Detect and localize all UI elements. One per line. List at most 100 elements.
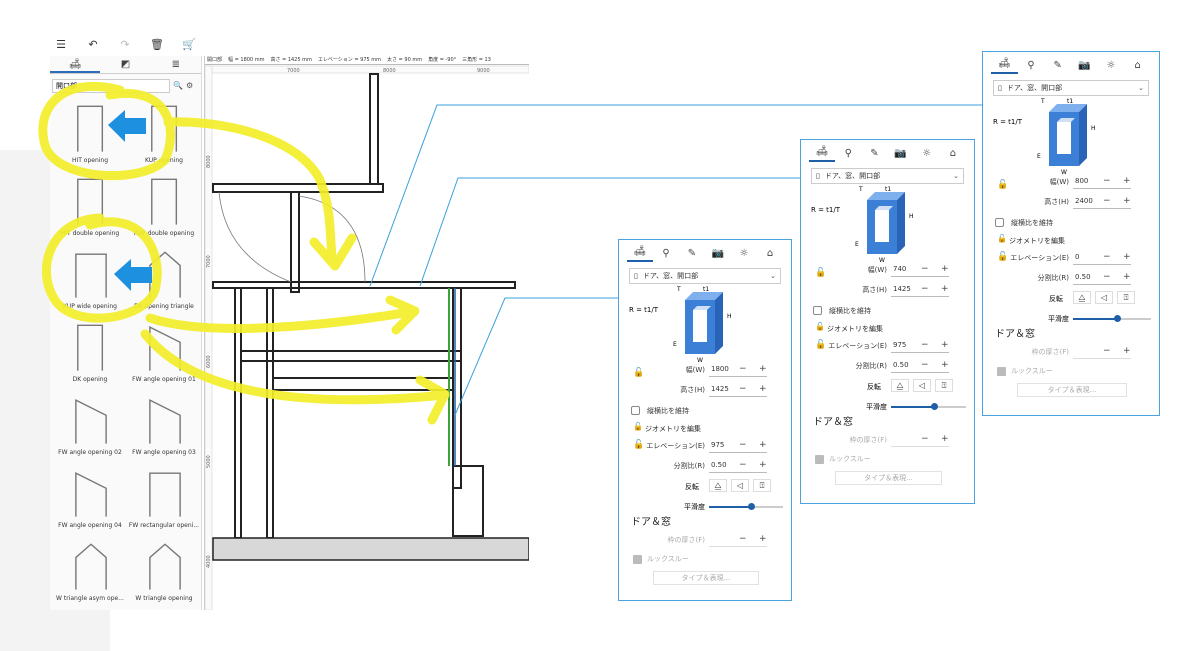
library-item[interactable]: KUP opening bbox=[128, 98, 200, 172]
library-item[interactable]: FW angle opening 03 bbox=[128, 390, 200, 464]
look-through-toggle[interactable]: ルックスルー bbox=[619, 552, 791, 568]
edit-geometry-toggle[interactable]: 🔓 ジオメトリを編集 bbox=[983, 232, 1159, 250]
object-type-select[interactable]: ▯ ドア、窓、開口部 ⌄ bbox=[811, 168, 964, 184]
slider-knob[interactable] bbox=[748, 503, 755, 510]
lock-icon[interactable]: 🔓 bbox=[997, 180, 1009, 190]
edit-geometry-toggle[interactable]: 🔓 ジオメトリを編集 bbox=[801, 320, 974, 338]
library-item[interactable]: DK opening bbox=[54, 317, 126, 391]
smoothness-slider[interactable] bbox=[1073, 315, 1151, 322]
elevation-decrement-button[interactable]: − bbox=[1103, 252, 1111, 262]
flip-vertical-button[interactable]: ◁ bbox=[731, 479, 749, 492]
undo-icon[interactable]: ↶ bbox=[88, 38, 98, 51]
frame-input[interactable] bbox=[891, 432, 949, 447]
ratio-decrement-button[interactable]: − bbox=[1103, 272, 1111, 282]
redo-icon[interactable]: ↷ bbox=[120, 38, 130, 51]
floor-plan-view[interactable]: 開口部 幅 = 1800 mm 高さ = 1425 mm エレベーション = 9… bbox=[204, 56, 529, 610]
height-input[interactable]: 1425 bbox=[709, 382, 767, 397]
tab-camera[interactable]: 📷 bbox=[1071, 60, 1098, 74]
ratio-decrement-button[interactable]: − bbox=[739, 460, 747, 470]
lock-icon-2[interactable]: 🔓 bbox=[997, 252, 1009, 262]
tab-house[interactable]: ⌂ bbox=[757, 248, 783, 262]
ratio-increment-button[interactable]: + bbox=[1123, 272, 1131, 282]
tab-paint[interactable]: ✎ bbox=[679, 248, 705, 262]
library-item[interactable]: HIT opening bbox=[54, 98, 126, 172]
library-item[interactable]: FW angle opening 02 bbox=[54, 390, 126, 464]
object-type-select[interactable]: ▯ ドア、窓、開口部 ⌄ bbox=[629, 268, 781, 284]
keep-ratio-checkbox[interactable]: 縦横比を維持 bbox=[801, 302, 974, 320]
elevation-input[interactable]: 975 bbox=[891, 338, 949, 353]
tab-house[interactable]: ⌂ bbox=[940, 148, 966, 162]
tab-stamp[interactable]: ⚲ bbox=[653, 248, 679, 262]
lock-icon[interactable]: 🔓 bbox=[633, 368, 645, 378]
ratio-input[interactable]: 0.50 bbox=[709, 458, 767, 473]
look-through-toggle[interactable]: ルックスルー bbox=[983, 364, 1159, 380]
width-decrement-button[interactable]: − bbox=[739, 364, 747, 374]
width-input[interactable]: 1800 bbox=[709, 362, 767, 377]
flip-vertical-button[interactable]: ◁ bbox=[1095, 291, 1113, 304]
elevation-input[interactable]: 975 bbox=[709, 438, 767, 453]
lock-icon[interactable]: 🔓 bbox=[815, 268, 827, 278]
flip-horizontal-button[interactable]: ⧋ bbox=[891, 379, 909, 392]
height-decrement-button[interactable]: − bbox=[921, 284, 929, 294]
tab-paint[interactable]: ✎ bbox=[861, 148, 887, 162]
elevation-input[interactable]: 0 bbox=[1073, 250, 1131, 265]
flip-horizontal-button[interactable]: ⧋ bbox=[1073, 291, 1091, 304]
flip-door-button[interactable]: ⍐ bbox=[935, 379, 953, 392]
height-input[interactable]: 2400 bbox=[1073, 194, 1131, 209]
tab-materials[interactable]: ◩ bbox=[100, 56, 150, 73]
tab-light[interactable]: ☼ bbox=[1098, 60, 1125, 74]
tab-camera[interactable]: 📷 bbox=[888, 148, 914, 162]
frame-input[interactable] bbox=[709, 532, 767, 547]
menu-icon[interactable]: ☰ bbox=[56, 38, 66, 51]
tab-furniture[interactable]: 🛋 bbox=[50, 56, 101, 73]
elevation-increment-button[interactable]: + bbox=[759, 440, 767, 450]
height-increment-button[interactable]: + bbox=[941, 284, 949, 294]
elevation-decrement-button[interactable]: − bbox=[739, 440, 747, 450]
library-item[interactable]: FW angle opening 04 bbox=[54, 463, 126, 537]
frame-increment-button[interactable]: + bbox=[759, 534, 767, 544]
height-decrement-button[interactable]: − bbox=[739, 384, 747, 394]
ratio-decrement-button[interactable]: − bbox=[921, 360, 929, 370]
type-representation-button[interactable]: タイプ＆表現... bbox=[653, 571, 759, 585]
tab-object[interactable]: 🛋 bbox=[991, 58, 1018, 74]
width-increment-button[interactable]: + bbox=[941, 264, 949, 274]
tab-light[interactable]: ☼ bbox=[914, 148, 940, 162]
ratio-increment-button[interactable]: + bbox=[759, 460, 767, 470]
library-item[interactable]: HIT double opening bbox=[54, 171, 126, 245]
edit-geometry-toggle[interactable]: 🔓 ジオメトリを編集 bbox=[619, 420, 791, 438]
elevation-increment-button[interactable]: + bbox=[941, 340, 949, 350]
slider-knob[interactable] bbox=[1114, 315, 1121, 322]
width-decrement-button[interactable]: − bbox=[921, 264, 929, 274]
height-increment-button[interactable]: + bbox=[1123, 196, 1131, 206]
lock-icon-2[interactable]: 🔓 bbox=[633, 440, 645, 450]
ratio-increment-button[interactable]: + bbox=[941, 360, 949, 370]
filter-icon[interactable]: ⚙ bbox=[185, 81, 194, 90]
frame-decrement-button[interactable]: − bbox=[921, 434, 929, 444]
library-item[interactable]: KUP wide opening bbox=[54, 244, 126, 318]
keep-ratio-checkbox[interactable]: 縦横比を維持 bbox=[983, 214, 1159, 232]
tab-paint[interactable]: ✎ bbox=[1044, 60, 1071, 74]
tab-list[interactable]: ≣ bbox=[151, 56, 201, 73]
elevation-increment-button[interactable]: + bbox=[1123, 252, 1131, 262]
tab-light[interactable]: ☼ bbox=[731, 248, 757, 262]
look-through-toggle[interactable]: ルックスルー bbox=[801, 452, 974, 468]
flip-door-button[interactable]: ⍐ bbox=[1117, 291, 1135, 304]
height-decrement-button[interactable]: − bbox=[1103, 196, 1111, 206]
ratio-input[interactable]: 0.50 bbox=[1073, 270, 1131, 285]
type-representation-button[interactable]: タイプ＆表現... bbox=[835, 471, 942, 485]
cart-icon[interactable]: 🛒 bbox=[182, 38, 196, 51]
height-increment-button[interactable]: + bbox=[759, 384, 767, 394]
tab-object[interactable]: 🛋 bbox=[627, 246, 653, 262]
object-type-select[interactable]: ▯ ドア、窓、開口部 ⌄ bbox=[993, 80, 1149, 96]
flip-horizontal-button[interactable]: ⧋ bbox=[709, 479, 727, 492]
tab-stamp[interactable]: ⚲ bbox=[1018, 60, 1045, 74]
frame-increment-button[interactable]: + bbox=[941, 434, 949, 444]
width-decrement-button[interactable]: − bbox=[1103, 176, 1111, 186]
width-increment-button[interactable]: + bbox=[1123, 176, 1131, 186]
smoothness-slider[interactable] bbox=[709, 503, 783, 510]
tab-stamp[interactable]: ⚲ bbox=[835, 148, 861, 162]
keep-ratio-checkbox[interactable]: 縦横比を維持 bbox=[619, 402, 791, 420]
frame-increment-button[interactable]: + bbox=[1123, 346, 1131, 356]
delete-icon[interactable]: 🗑 bbox=[150, 38, 164, 51]
width-input[interactable]: 800 bbox=[1073, 174, 1131, 189]
